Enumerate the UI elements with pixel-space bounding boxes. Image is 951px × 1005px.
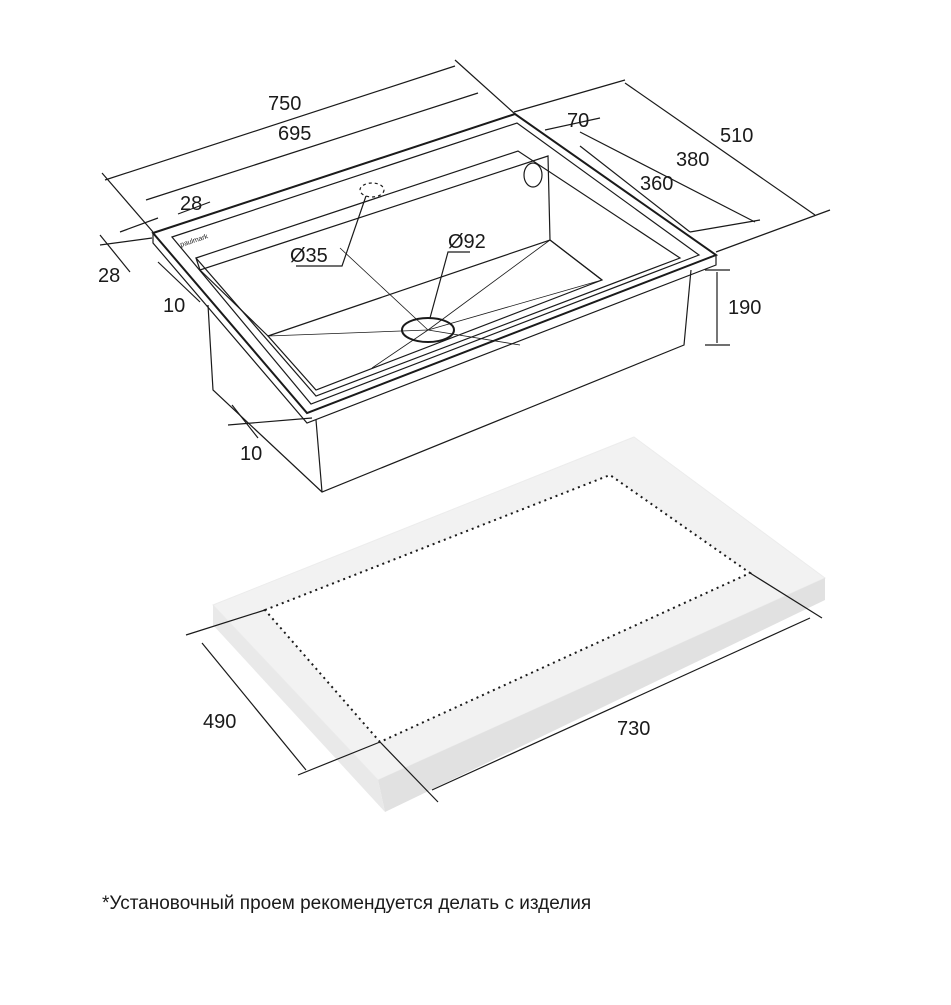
countertop-front bbox=[378, 578, 825, 812]
label-inner-width: 380 bbox=[676, 149, 709, 171]
sink-rim-thickness bbox=[152, 233, 717, 424]
bowl-back-wall bbox=[195, 155, 603, 281]
tap-hole-icon bbox=[359, 182, 385, 198]
label-cutout-length: 730 bbox=[617, 718, 650, 740]
label-total-width: 510 bbox=[720, 125, 753, 147]
drain-icon bbox=[401, 317, 455, 343]
label-tap-hole: Ø35 bbox=[290, 245, 328, 267]
drain-grooves bbox=[267, 239, 603, 369]
countertop-left bbox=[213, 605, 385, 812]
overflow-icon bbox=[523, 162, 543, 188]
dimension-lines bbox=[99, 59, 831, 439]
label-rim-thickness-top: 10 bbox=[163, 295, 185, 317]
label-cutout-width: 490 bbox=[203, 711, 236, 733]
sink-body-corner bbox=[315, 419, 323, 493]
label-depth: 190 bbox=[728, 297, 761, 319]
sink-rim-inner bbox=[170, 122, 701, 405]
label-inner-length: 695 bbox=[278, 123, 311, 145]
label-rim-offset: 28 bbox=[180, 193, 202, 215]
bowl-corner-left bbox=[199, 269, 269, 337]
installation-footnote: *Установочный проем рекомендуется делать… bbox=[102, 893, 592, 914]
label-rim-height: 28 bbox=[98, 265, 120, 287]
bowl-opening bbox=[194, 150, 682, 397]
cutout-area bbox=[265, 475, 750, 742]
label-deck-width: 70 bbox=[567, 110, 589, 132]
cutout-dimension-lines bbox=[185, 572, 823, 803]
label-total-length: 750 bbox=[268, 93, 301, 115]
sink-drawing: paulmark bbox=[151, 112, 719, 493]
label-rim-thickness-bottom: 10 bbox=[240, 443, 262, 465]
brand-mark: paulmark bbox=[179, 233, 209, 249]
label-bowl-width: 360 bbox=[640, 173, 673, 195]
countertop bbox=[212, 436, 826, 812]
dimension-labels: 750 695 28 70 510 380 360 Ø35 Ø92 28 10 … bbox=[98, 93, 761, 465]
label-drain-hole: Ø92 bbox=[448, 231, 486, 253]
